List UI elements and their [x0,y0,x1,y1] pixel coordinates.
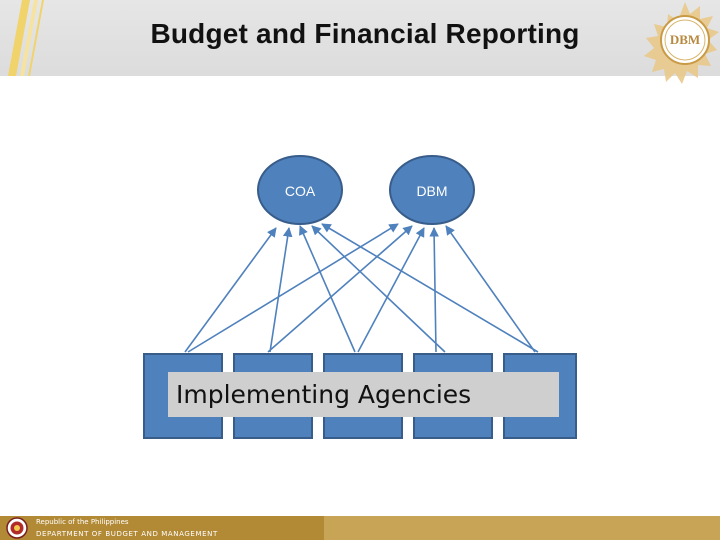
arrow-agency1-to-coa [184,227,277,353]
footer-dark-band [0,516,324,540]
footer-republic: Republic of the Philippines [36,518,129,526]
agencies-label: Implementing Agencies [176,380,472,409]
header-stripes [8,0,44,76]
arrow-agency1-to-dbm [187,223,399,353]
header-band [0,0,720,76]
dbm-seal-icon [644,2,719,84]
arrow-agency4-to-coa [311,225,446,353]
arrow-agency5-to-coa [321,223,539,353]
footer-department: DEPARTMENT OF BUDGET AND MANAGEMENT [36,530,218,538]
arrow-agency3-to-dbm [357,227,425,353]
dbm-label: DBM [416,183,448,199]
arrow-agency2-to-coa [269,227,293,353]
arrow-agency4-to-dbm [429,227,439,353]
arrow-agency5-to-dbm [445,225,536,353]
coa-label: COA [284,183,316,199]
seal-text: DBM [669,32,701,47]
coa-node [257,155,343,225]
agencies-label-box: Implementing Agencies [168,372,559,417]
arrow-agency3-to-coa [299,225,356,353]
dbm-node [389,155,475,225]
page-title: Budget and Financial Reporting [150,18,580,49]
arrow-agency2-to-dbm [267,225,413,353]
republic-seal-icon [6,517,28,539]
